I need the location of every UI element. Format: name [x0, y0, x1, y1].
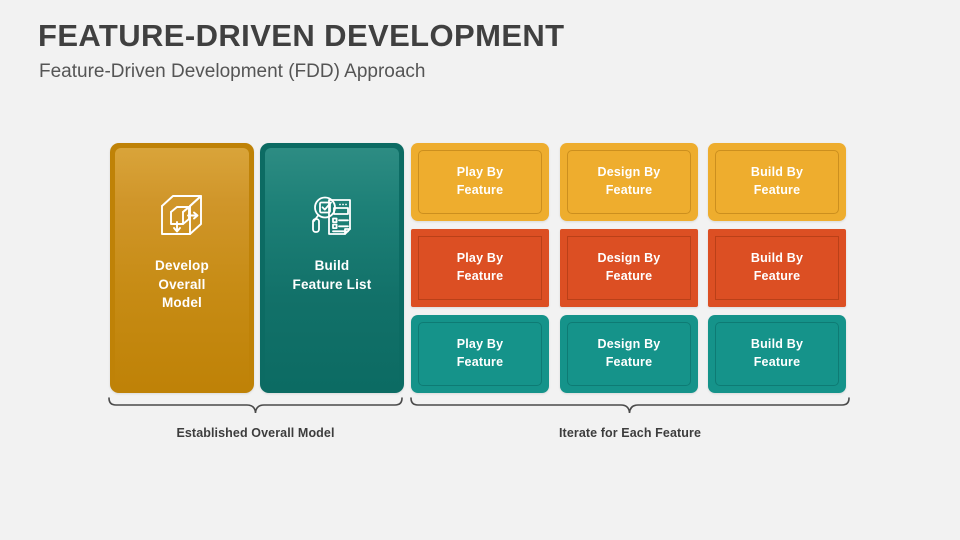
- label-line: Play By: [456, 337, 504, 352]
- stage-label-line: Feature List: [292, 276, 372, 292]
- stage-label-line: Overall: [158, 276, 206, 292]
- label-line: Play By: [456, 251, 504, 266]
- stage-card-label: Build Feature List: [293, 257, 372, 294]
- feature-grid: Play By Feature Design By Feature Build …: [411, 143, 849, 393]
- feature-cell-label: Play By Feature: [457, 250, 504, 286]
- label-line: Feature: [753, 183, 801, 197]
- label-line: Feature: [605, 183, 653, 197]
- feature-cell-label: Design By Feature: [598, 164, 661, 200]
- feature-cell-play-by-feature-row2[interactable]: Play By Feature: [411, 229, 549, 307]
- feature-cell-label: Build By Feature: [751, 250, 803, 286]
- brace-caption-established-overall-model: Established Overall Model: [176, 426, 335, 440]
- magnifier-checklist-document-icon: [307, 191, 357, 241]
- label-line: Feature: [753, 355, 801, 369]
- feature-cell-design-by-feature-row1[interactable]: Design By Feature: [560, 143, 698, 221]
- brace-caption-iterate-for-each-feature: Iterate for Each Feature: [558, 426, 702, 440]
- feature-cell-design-by-feature-row3[interactable]: Design By Feature: [560, 315, 698, 393]
- stage-card-develop-overall-model[interactable]: Develop Overall Model: [110, 143, 254, 393]
- feature-cell-build-by-feature-row3[interactable]: Build By Feature: [708, 315, 846, 393]
- feature-cell-play-by-feature-row1[interactable]: Play By Feature: [411, 143, 549, 221]
- label-line: Design By: [597, 337, 661, 352]
- brace-iterate-for-each-feature: [409, 396, 851, 422]
- label-line: Feature: [605, 355, 653, 369]
- label-line: Feature: [456, 269, 504, 283]
- feature-cell-label: Play By Feature: [457, 336, 504, 372]
- label-line: Feature: [456, 355, 504, 369]
- feature-cell-label: Design By Feature: [598, 250, 661, 286]
- label-line: Feature: [605, 269, 653, 283]
- feature-cell-label: Build By Feature: [751, 164, 803, 200]
- feature-cell-label: Play By Feature: [457, 164, 504, 200]
- feature-cell-build-by-feature-row2[interactable]: Build By Feature: [708, 229, 846, 307]
- feature-cell-build-by-feature-row1[interactable]: Build By Feature: [708, 143, 846, 221]
- stage-card-build-feature-list[interactable]: Build Feature List: [260, 143, 404, 393]
- label-line: Feature: [456, 183, 504, 197]
- feature-cell-design-by-feature-row2[interactable]: Design By Feature: [560, 229, 698, 307]
- brace-established-overall-model: [107, 396, 404, 422]
- label-line: Feature: [753, 269, 801, 283]
- feature-cell-play-by-feature-row3[interactable]: Play By Feature: [411, 315, 549, 393]
- stage-label-line: Build: [314, 258, 350, 273]
- page-title: FEATURE-DRIVEN DEVELOPMENT: [38, 18, 565, 53]
- label-line: Play By: [456, 165, 504, 180]
- label-line: Build By: [750, 251, 804, 266]
- stage-label-line: Develop: [155, 258, 209, 273]
- label-line: Build By: [750, 337, 804, 352]
- stage-card-label: Develop Overall Model: [155, 257, 209, 313]
- label-line: Build By: [750, 165, 804, 180]
- label-line: Design By: [597, 165, 661, 180]
- stage-label-line: Model: [161, 295, 202, 311]
- feature-cell-label: Build By Feature: [751, 336, 803, 372]
- page-subtitle: Feature-Driven Development (FDD) Approac…: [39, 61, 426, 82]
- feature-cell-label: Design By Feature: [598, 336, 661, 372]
- cube-box-arrows-icon: [157, 191, 207, 241]
- label-line: Design By: [597, 251, 661, 266]
